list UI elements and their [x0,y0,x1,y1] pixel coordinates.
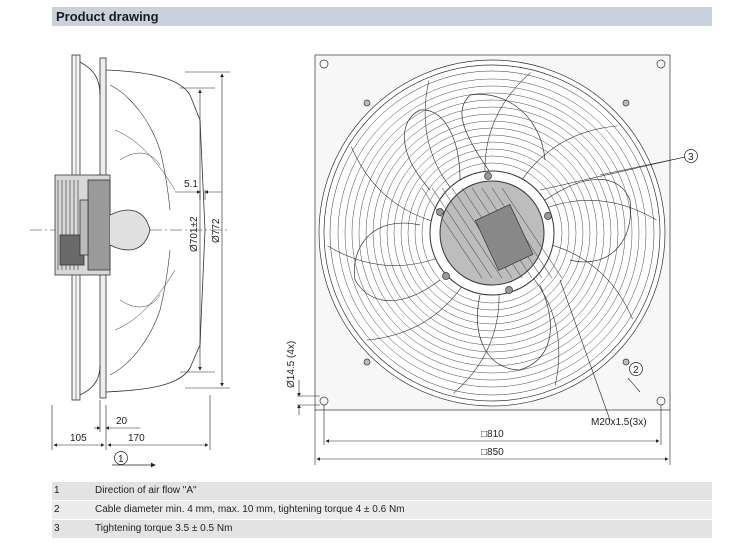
hub-rib [501,187,563,279]
dim-inner-square: □810 [481,429,504,440]
product-drawing: 105 170 20 5.1 Ø701±2 Ø772 1 [30,54,698,468]
guard-ring [358,99,626,367]
legend-number: 1 [54,485,60,496]
hub-rib [431,187,493,279]
legend-table: 1 Direction of air flow "A" 2 Cable diam… [52,482,712,539]
guard-ring [400,141,584,325]
callout-2-label: 2 [633,365,639,376]
dim-mount-hole: Ø14.5 (4x) [286,341,297,388]
legend-row: 2 Cable diameter min. 4 mm, max. 10 mm, … [52,501,712,520]
guard-rings [337,78,647,388]
guard-spoke [484,72,531,172]
guard-ring [379,120,605,346]
callout-3-label: 3 [688,152,694,163]
legend-row: 3 Tightening torque 3.5 ± 0.5 Nm [52,520,712,539]
callout-3: 3 [684,149,698,163]
side-view-dimensions [51,71,230,468]
legend-text: Direction of air flow "A" [95,485,197,496]
dim-blade-offset: 5.1 [184,179,198,190]
section-header: Product drawing [52,7,712,26]
mount-hole [319,59,329,69]
mount-hole [656,59,666,69]
callout-2: 2 [629,362,643,376]
dim-side-depth-right: 170 [128,433,145,444]
legend-row: 1 Direction of air flow "A" [52,482,712,501]
guard-spoke [522,125,618,180]
side-guard-wires [79,61,101,396]
legend-number: 2 [54,504,60,515]
guard-ring [421,162,563,304]
hub-rib [421,187,483,279]
dim-inner-diameter: Ø701±2 [189,216,200,252]
legend-text: Cable diameter min. 4 mm, max. 10 mm, ti… [95,504,405,515]
legend-number: 3 [54,523,60,534]
front-view [314,54,671,411]
guard-ring [344,85,640,381]
callout-1: 1 [114,451,128,465]
guard-ring [372,113,612,353]
guard-spoke [552,245,633,320]
front-view-dimensions [297,156,686,465]
guard-ring [393,134,591,332]
dim-side-depth-left: 105 [70,433,87,444]
guard-spokes [327,72,657,394]
dim-cable-gland: M20x1.5(3x) [591,417,647,428]
guard-ring [351,92,633,374]
side-view [30,54,230,401]
hub-rib [441,187,503,279]
terminal-box [474,204,534,271]
guard-spoke [533,278,560,386]
guard-ring [414,155,570,311]
guard-spoke [548,200,657,221]
legend-text: Tightening torque 3.5 ± 0.5 Nm [95,523,233,534]
guard-spoke [366,286,462,341]
guard-spoke [327,245,436,266]
side-impeller-blades [105,69,206,393]
section-title: Product drawing [56,9,159,24]
callout-1-label: 1 [118,454,124,465]
dim-outer-diameter: Ø772 [211,218,222,243]
dim-outer-square: □850 [481,447,504,458]
guard-ring [407,148,577,318]
guard-spoke [351,146,432,221]
side-terminal-box [87,179,111,271]
guard-spoke [453,294,500,394]
guard-ring [337,78,647,388]
guard-spoke [424,80,451,188]
dim-flange-offset: 20 [116,416,128,427]
